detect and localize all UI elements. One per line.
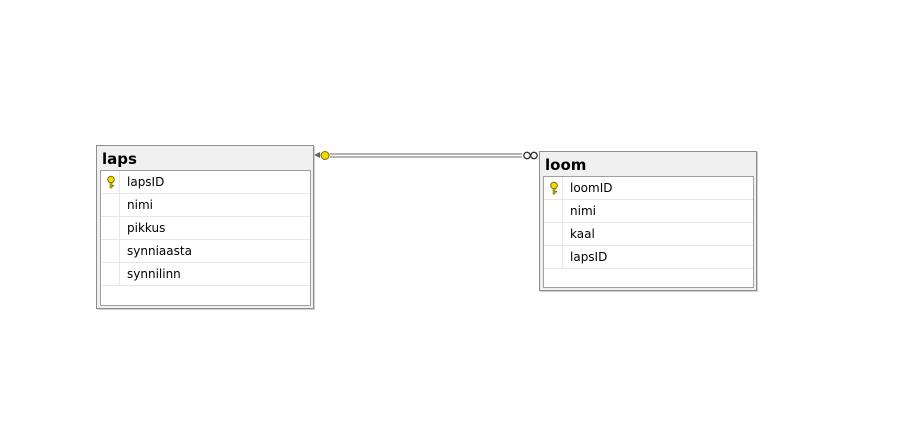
row-selector [101, 217, 120, 239]
table-loom[interactable]: loom loomID nimi kaal [539, 151, 757, 291]
column-name: synnilinn [127, 267, 181, 281]
primary-key-icon [550, 181, 558, 195]
column-name: lapsID [127, 175, 165, 189]
column-name: pikkus [127, 221, 166, 235]
row-selector [544, 200, 563, 222]
column-row[interactable]: lapsID [101, 171, 310, 194]
row-selector [101, 171, 120, 193]
primary-key-icon [107, 175, 115, 189]
one-end-key-icon [314, 151, 330, 160]
column-name: kaal [570, 227, 595, 241]
column-row[interactable]: nimi [544, 200, 753, 223]
column-name: nimi [570, 204, 596, 218]
column-row[interactable]: nimi [101, 194, 310, 217]
column-row[interactable]: lapsID [544, 246, 753, 269]
column-name: synniaasta [127, 244, 192, 258]
column-row[interactable]: synniaasta [101, 240, 310, 263]
row-selector [544, 223, 563, 245]
column-row[interactable]: pikkus [101, 217, 310, 240]
row-selector [101, 240, 120, 262]
table-title: laps [102, 150, 137, 168]
row-selector [544, 246, 563, 268]
column-grid: lapsID nimi pikkus synniaasta synnilinn [100, 170, 311, 306]
row-selector [101, 194, 120, 216]
column-name: loomID [570, 181, 613, 195]
column-grid: loomID nimi kaal lapsID [543, 176, 754, 288]
row-selector [101, 263, 120, 285]
column-row[interactable]: loomID [544, 177, 753, 200]
column-row[interactable]: synnilinn [101, 263, 310, 286]
column-row[interactable]: kaal [544, 223, 753, 246]
row-selector [544, 177, 563, 199]
column-name: nimi [127, 198, 153, 212]
table-laps[interactable]: laps lapsID nimi pikkus [96, 145, 314, 309]
table-title: loom [545, 156, 587, 174]
many-end-infinity-icon [523, 151, 538, 160]
column-name: lapsID [570, 250, 608, 264]
